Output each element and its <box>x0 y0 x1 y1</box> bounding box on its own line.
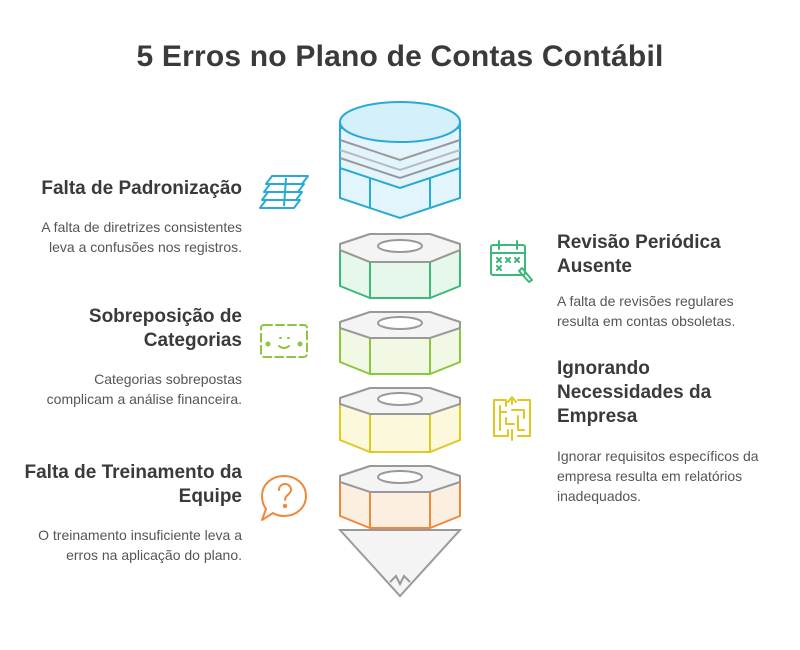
blue-cap-segment <box>339 101 461 220</box>
item-description: Categorias sobrepostas complicam a análi… <box>46 371 242 407</box>
item-heading: Falta de Treinamento da Equipe <box>24 462 243 507</box>
item-sobreposicao-categorias: Sobreposição de Categorias Categorias so… <box>30 305 242 409</box>
calendar-icon <box>488 238 536 284</box>
item-ignorando-necessidades: Ignorando Necessidades da Empresa Ignora… <box>557 357 777 506</box>
question-bubble-icon <box>258 472 310 524</box>
item-heading: Revisão Periódica Ausente <box>557 232 721 277</box>
yellow-segment <box>339 387 461 453</box>
item-description: Ignorar requisitos específicos da empres… <box>557 448 759 504</box>
lime-segment <box>339 311 461 375</box>
maze-icon <box>490 394 534 442</box>
item-falta-padronizacao: Falta de Padronização A falta de diretri… <box>20 177 242 257</box>
page-title: 5 Erros no Plano de Contas Contábil <box>136 40 664 73</box>
item-heading: Ignorando Necessidades da Empresa <box>557 358 712 427</box>
pencil-tip <box>337 529 463 598</box>
item-description: A falta de diretrizes consistentes leva … <box>41 219 242 255</box>
item-falta-treinamento: Falta de Treinamento da Equipe O treinam… <box>20 461 243 565</box>
confused-chat-icon <box>258 322 310 364</box>
green-segment <box>339 233 461 299</box>
item-description: A falta de revisões regulares resulta em… <box>557 293 736 329</box>
item-revisao-periodica: Revisão Periódica Ausente A falta de rev… <box>557 231 777 331</box>
orange-segment <box>339 465 461 529</box>
stacked-documents-icon <box>258 170 312 210</box>
item-heading: Sobreposição de Categorias <box>88 306 242 351</box>
item-description: O treinamento insuficiente leva a erros … <box>38 527 242 563</box>
item-heading: Falta de Padronização <box>41 178 242 199</box>
